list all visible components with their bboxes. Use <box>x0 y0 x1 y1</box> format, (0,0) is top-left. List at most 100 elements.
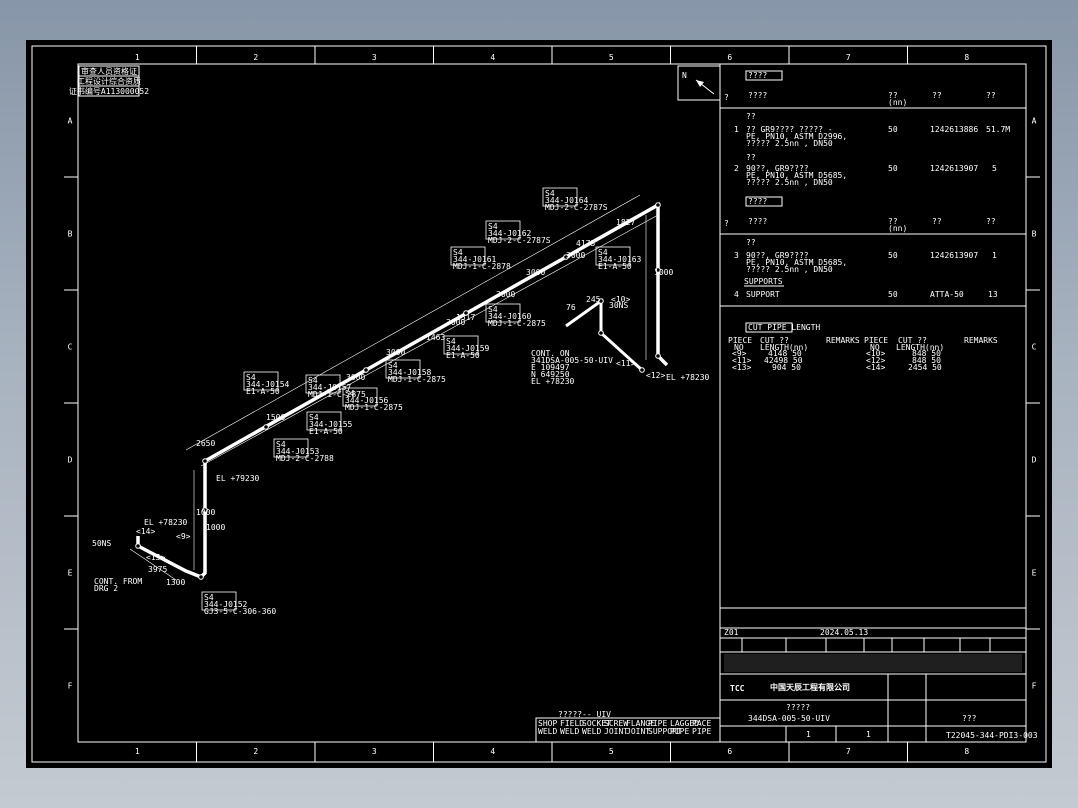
svg-text:1242613907: 1242613907 <box>930 251 978 260</box>
support-tag-line: E1-A-50 <box>246 387 280 396</box>
support-tag-line: MDJ-1-C-2878 <box>453 262 511 271</box>
weld-point <box>363 367 369 373</box>
svg-text:PE, PN10, ASTM D5685,: PE, PN10, ASTM D5685, <box>746 171 847 180</box>
svg-text:50: 50 <box>888 125 898 134</box>
bom-subheader-2: ?? <box>746 153 756 162</box>
svg-text:ATTA-50: ATTA-50 <box>930 290 964 299</box>
svg-text:848 50: 848 50 <box>912 356 941 365</box>
support-tag-line: S4 <box>598 248 608 257</box>
legend-item: JOINT <box>604 727 628 736</box>
row-label-left: C <box>68 343 73 352</box>
svg-text:PE, PN10, ASTM D5685,: PE, PN10, ASTM D5685, <box>746 258 847 267</box>
svg-text:NO: NO <box>734 343 744 352</box>
support-tag-line: MDJ-2-C-2788 <box>276 454 334 463</box>
dimension-label: 3000 <box>346 373 365 382</box>
dimension-label: 3000 <box>566 251 585 260</box>
svg-text:REMARKS: REMARKS <box>964 336 998 345</box>
col-label-top: 8 <box>964 53 969 62</box>
svg-text:5: 5 <box>992 164 997 173</box>
dimension-label: 1300 <box>166 578 185 587</box>
support-tag-line: MDJ-2-C-2787S <box>488 236 551 245</box>
legend-item: WELD <box>582 727 601 736</box>
dimension-label: <9> <box>176 532 191 541</box>
legend-item: SOCKET <box>582 719 611 728</box>
drawing-number: T22045-344-PDI3-003 <box>946 731 1038 740</box>
support-tag-line: S4 <box>246 373 256 382</box>
svg-text:1: 1 <box>992 251 997 260</box>
support-tag-line: S4 <box>309 413 319 422</box>
weld-point <box>202 507 208 513</box>
cont-from-label: DRG 2 <box>94 584 118 593</box>
support-tag-line: 344-J0163 <box>598 255 642 264</box>
support-tag-line: 344-J0162 <box>488 229 532 238</box>
svg-text:1: 1 <box>734 125 739 134</box>
svg-text:NO: NO <box>870 343 880 352</box>
svg-text:CUT ??: CUT ?? <box>898 336 927 345</box>
weld-point <box>598 330 604 336</box>
row-label-right: B <box>1032 230 1037 239</box>
legend-item: FLANGE <box>626 719 655 728</box>
bom-section1-title: ???? <box>748 71 767 80</box>
svg-text:50: 50 <box>888 164 898 173</box>
col-label-top: 4 <box>490 53 495 62</box>
row-label-left: A <box>68 117 73 126</box>
col-label-top: 2 <box>253 53 258 62</box>
inner-frame <box>77 63 1027 743</box>
legend-item: JOINT <box>626 727 650 736</box>
qualification-stamp: 审查人员资格证 工程设计综合资质 证书编号A113000052 <box>69 65 149 97</box>
col-label-bottom: 6 <box>727 747 732 756</box>
bom-h-piece: ? <box>724 93 729 102</box>
border-ticks <box>64 46 1040 762</box>
cont-on-label: E 109497 <box>531 363 570 372</box>
svg-text:??: ?? <box>932 217 942 226</box>
dimension-label: 1517 <box>456 313 475 322</box>
support-tag-line: S4 <box>446 337 456 346</box>
svg-text:<14>: <14> <box>866 363 885 372</box>
dimension-label: 1000 <box>206 523 225 532</box>
svg-text:??: ?? <box>888 217 898 226</box>
bom-h-desc: ???? <box>748 91 767 100</box>
support-tag-line: 344-J0152 <box>204 600 248 609</box>
weld-point <box>655 353 661 359</box>
svg-text:50: 50 <box>888 251 898 260</box>
col-label-top: 5 <box>609 53 614 62</box>
support-tag-line: S4 <box>545 189 555 198</box>
drawing-title-2: 344DSA-005-50-UIV <box>748 714 830 723</box>
svg-text:SUPPORT: SUPPORT <box>746 290 780 299</box>
dimension-label: 1000 <box>196 508 215 517</box>
north-arrow: N <box>677 65 721 101</box>
cut-length-title: CUT PIPE LENGTH <box>748 323 820 332</box>
support-tag-line: S4 <box>488 305 498 314</box>
elevation-label: EL +79230 <box>216 474 260 483</box>
svg-text:13: 13 <box>988 290 998 299</box>
dimension-label: 1000 <box>654 268 673 277</box>
col-label-bottom: 1 <box>135 747 140 756</box>
sheet-total: 1 <box>866 730 871 739</box>
bom-item-1: 1 ?? GR9???? ????? - PE, PN10, ASTM D299… <box>734 125 1010 148</box>
pipe-isometric <box>129 194 669 581</box>
dimension-label: 3000 <box>386 348 405 357</box>
support-tag-line: E1-A-50 <box>309 427 343 436</box>
stamp-line2: 工程设计综合资质 <box>77 76 141 86</box>
svg-text:LENGTH(nn): LENGTH(nn) <box>760 343 808 352</box>
isometric-annotations: S4344-J0164MDJ-2-C-2787SS4344-J0162MDJ-2… <box>92 187 710 616</box>
support-tag-line: MDJ-1-C-2875 <box>308 390 366 399</box>
bom-h-unit: (nn) <box>888 98 907 107</box>
dimension-label: 3000 <box>526 268 545 277</box>
svg-text:(nn): (nn) <box>888 224 907 233</box>
support-tag-line: MDJ-1-C-2875 <box>488 319 546 328</box>
legend-item: SUPPORT <box>648 727 682 736</box>
dimension-label: 245 <box>586 295 601 304</box>
col-label-top: 6 <box>727 53 732 62</box>
support-tag-line: 344-J0154 <box>246 380 290 389</box>
cut-row-3: <13> 904 50 <14> 2454 50 <box>732 363 942 372</box>
svg-text:<10>: <10> <box>866 349 885 358</box>
legend-item: WELD <box>538 727 557 736</box>
support-tag-line: 344-J0160 <box>488 312 532 321</box>
rev-no: Z01 <box>724 628 739 637</box>
legend-item: PIPE <box>670 727 689 736</box>
legend-item: SCREW <box>604 719 628 728</box>
